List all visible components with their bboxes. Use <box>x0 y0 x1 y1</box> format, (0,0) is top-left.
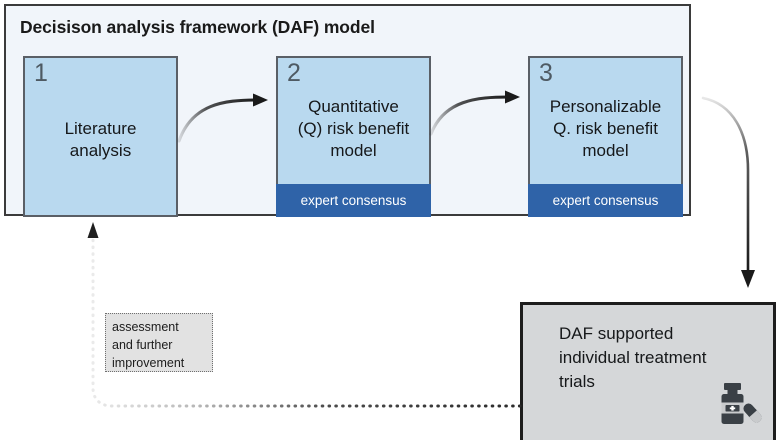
stage-label-1-line-2: analysis <box>69 141 132 161</box>
expert-consensus-band-3: expert consensus <box>528 184 683 217</box>
arrow-stage3-to-outcome <box>701 96 755 288</box>
stage-label-3-line-3: model <box>582 141 629 161</box>
stage-label-3: Personalizable Q. risk benefit model <box>530 96 681 162</box>
outcome-label: DAF supported individual treatment trial… <box>559 322 706 394</box>
assessment-note-line-2: and further <box>112 337 173 352</box>
stage-box-2[interactable]: 2 Quantitative (Q) risk benefit model ex… <box>276 56 431 217</box>
stage-label-2: Quantitative (Q) risk benefit model <box>278 96 429 162</box>
stage-label-1: Literature analysis <box>25 118 176 162</box>
daf-framework-title: Decisison analysis framework (DAF) model <box>20 17 375 37</box>
stage-label-3-line-1: Personalizable <box>549 97 662 116</box>
stage-label-2-line-1: Quantitative <box>308 97 399 116</box>
outcome-label-line-3: trials <box>559 372 595 392</box>
stage-label-3-line-2: Q. risk benefit <box>553 119 658 139</box>
stage-label-1-line-1: Literature <box>64 119 137 138</box>
medicine-bottle-pill-icon <box>721 383 762 424</box>
daf-framework-container: Decisison analysis framework (DAF) model… <box>4 4 691 217</box>
stage-number-1: 1 <box>34 59 48 87</box>
assessment-note-line-3: improvement <box>112 355 185 370</box>
assessment-note-line-1: assessment <box>112 320 179 334</box>
stage-label-2-line-2: (Q) risk benefit <box>297 119 410 139</box>
stage-number-2: 2 <box>287 59 301 87</box>
stage-box-3[interactable]: 3 Personalizable Q. risk benefit model e… <box>528 56 683 217</box>
stage-box-1[interactable]: 1 Literature analysis <box>23 56 178 217</box>
outcome-box[interactable]: DAF supported individual treatment trial… <box>520 302 776 440</box>
stage-number-3: 3 <box>539 59 553 87</box>
expert-consensus-band-2: expert consensus <box>276 184 431 217</box>
stage-label-2-line-3: model <box>330 141 377 161</box>
assessment-note: assessment and further improvement <box>105 313 213 372</box>
outcome-label-line-1: DAF supported <box>559 324 674 343</box>
outcome-label-line-2: individual treatment <box>559 348 707 368</box>
